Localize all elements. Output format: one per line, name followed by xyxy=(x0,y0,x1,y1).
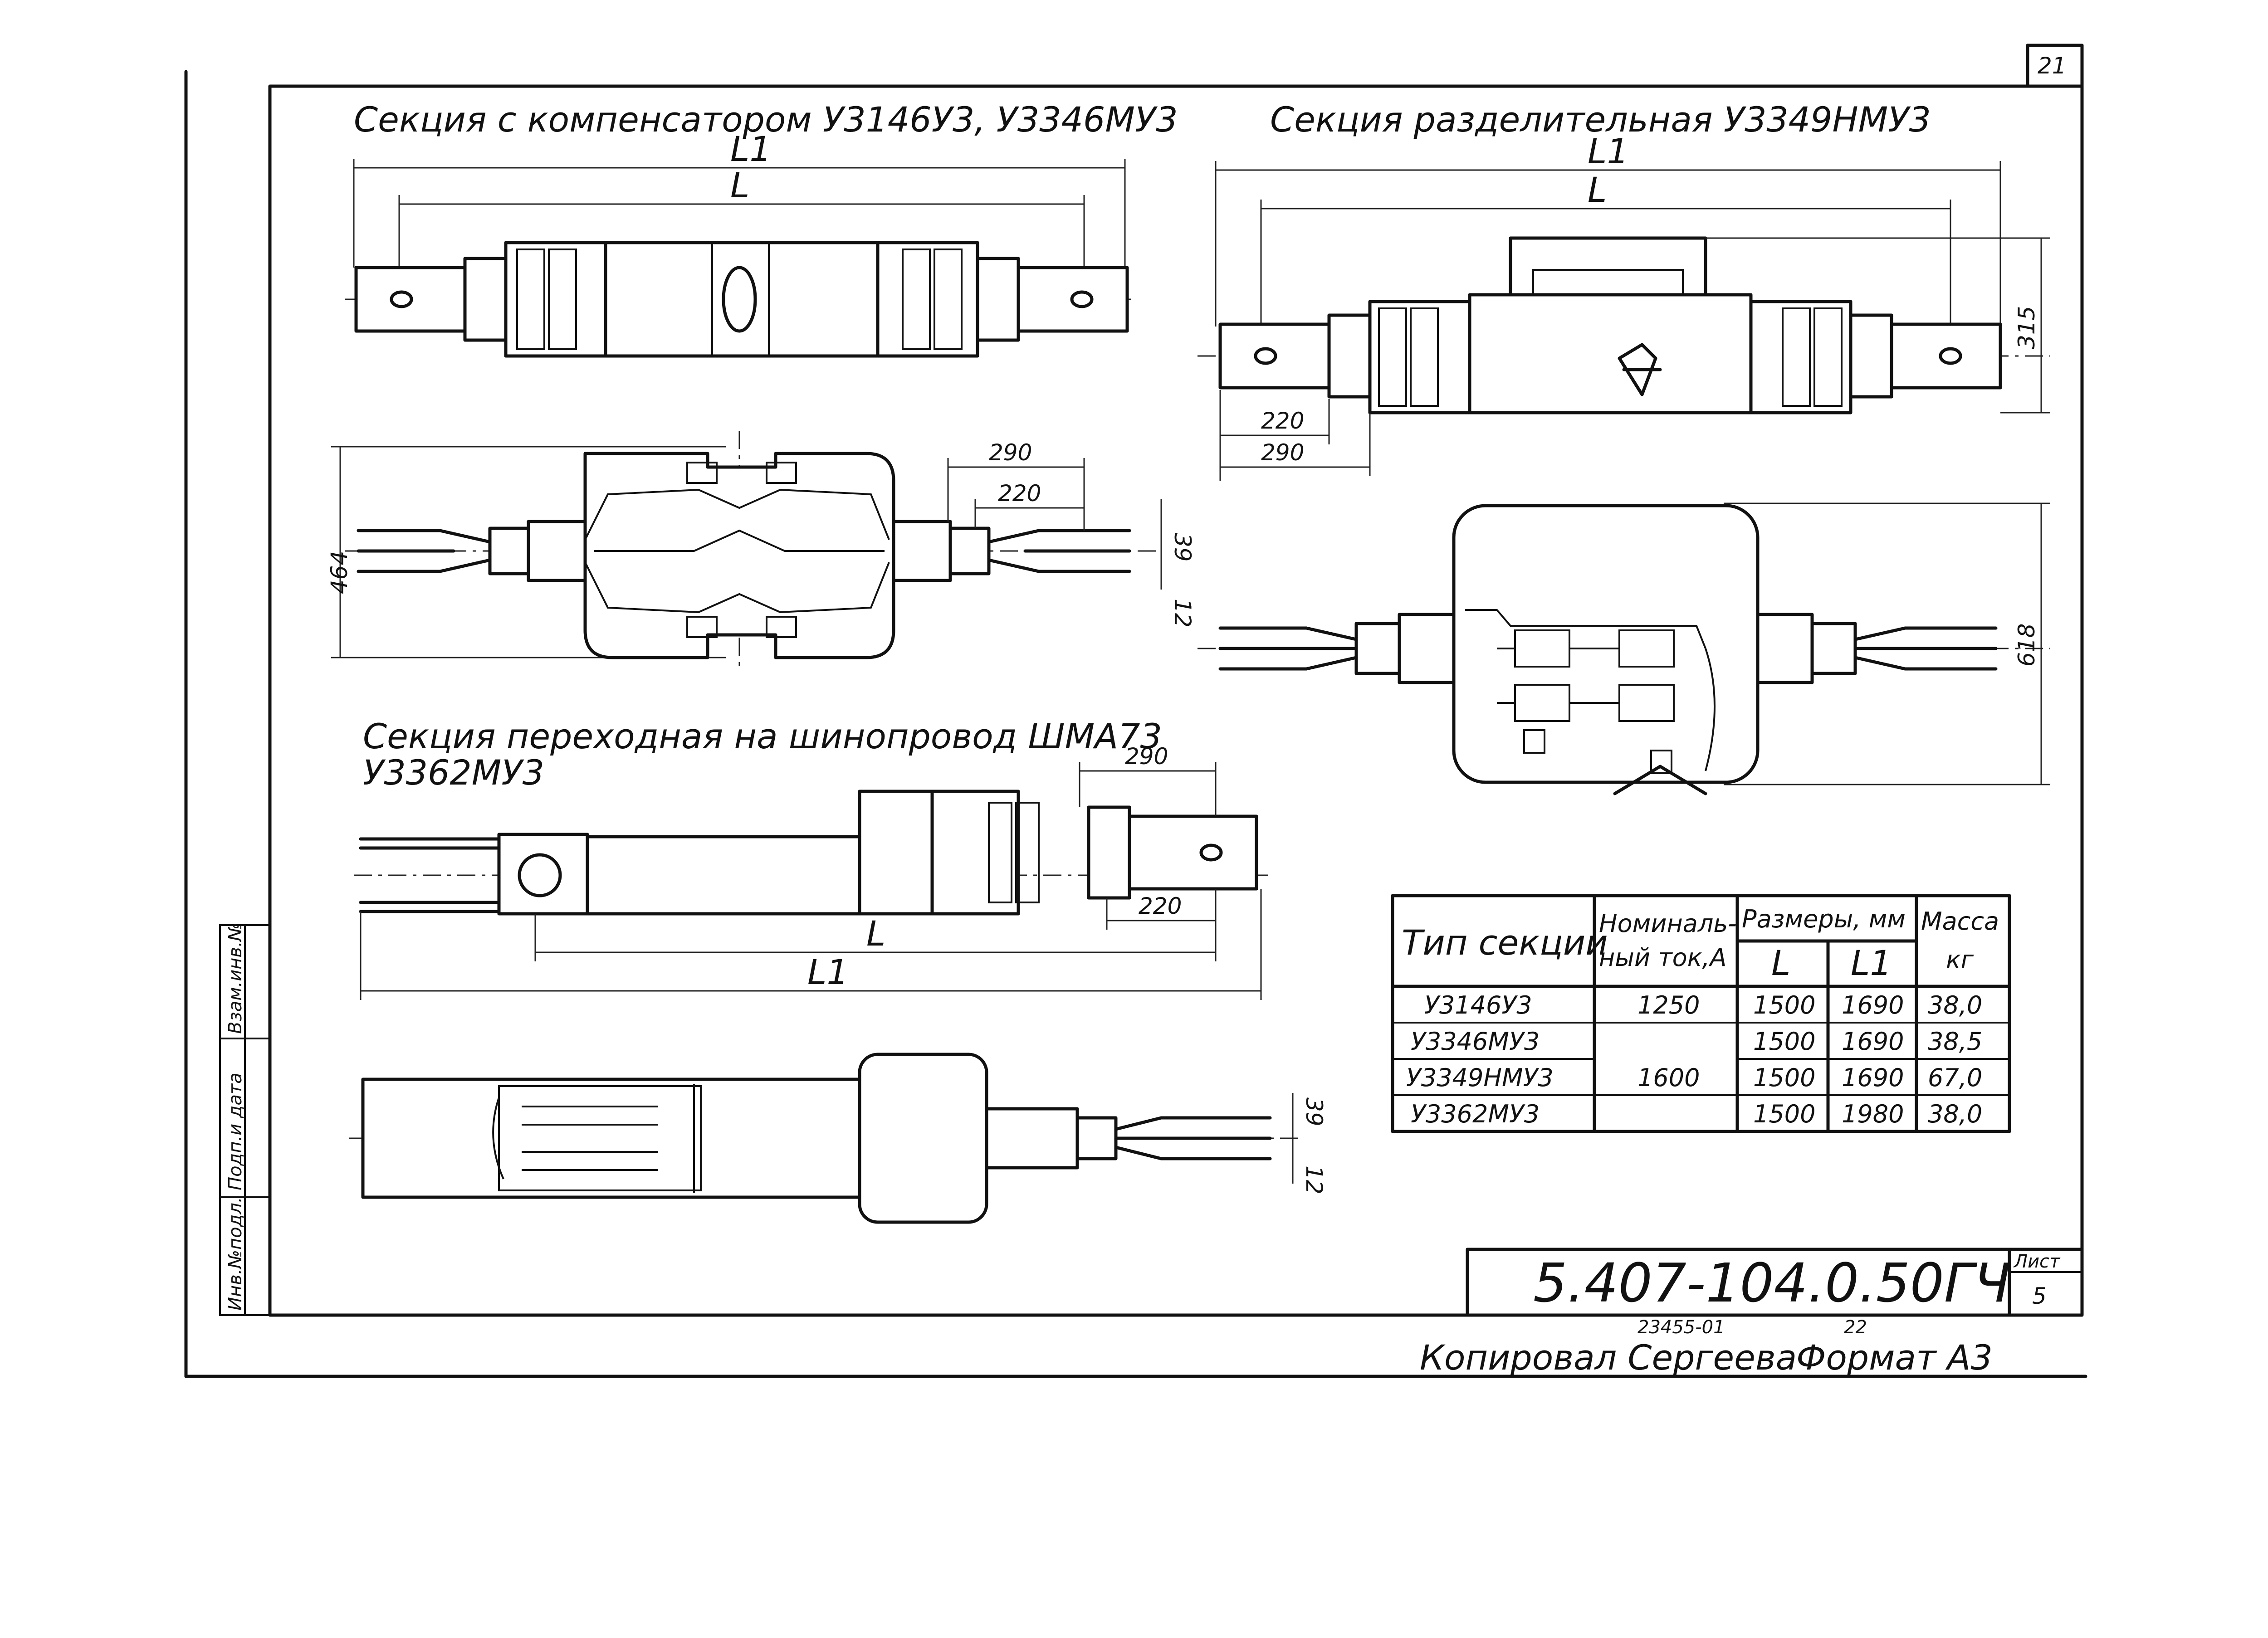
dim-12-compensator: 12 xyxy=(1169,599,1196,628)
compensator-top-view: L1 L xyxy=(345,129,1134,358)
cell-mass-4: 38,0 xyxy=(1928,1100,1982,1128)
title-block: 5.407-104.0.50ГЧ Лист 5 xyxy=(1466,1248,2084,1317)
cell-current-1: 1250 xyxy=(1637,991,1700,1019)
side-stamp: Инв.№подл. Подп.и дата Взам.инв.№ xyxy=(219,922,271,1316)
list-label: Лист xyxy=(2013,1251,2061,1272)
transition-top-view: 290 220 L L1 xyxy=(354,743,1270,1000)
dim-464: 464 xyxy=(326,551,352,594)
dim-220-separating: 220 xyxy=(1261,408,1304,434)
cell-l1-4: 1980 xyxy=(1842,1100,1904,1128)
th-current-2: ный ток,А xyxy=(1599,943,1726,972)
th-type: Тип секции xyxy=(1402,922,1608,963)
dim-220-compensator: 220 xyxy=(998,480,1041,507)
cell-mass-2: 38,5 xyxy=(1928,1027,1982,1056)
cell-l-4: 1500 xyxy=(1753,1100,1815,1128)
sheet-frame: 21 xyxy=(184,44,2087,1378)
dim-290-compensator: 290 xyxy=(989,439,1032,466)
th-current-1: Номиналь- xyxy=(1599,909,1737,938)
transition-plan-view: 39 12 xyxy=(349,1053,1327,1224)
cell-type-3: У3349НМУ3 xyxy=(1406,1063,1554,1092)
stamp-sheet: 22 xyxy=(1844,1317,1867,1338)
dim-315: 315 xyxy=(2014,306,2040,349)
th-mass-1: Масса xyxy=(1921,907,1999,936)
separating-plan-view: 618 xyxy=(1198,502,2050,795)
cell-current-3: 1600 xyxy=(1637,1063,1700,1092)
dim-220-transition: 220 xyxy=(1139,893,1182,919)
dim-l-transition: L xyxy=(866,913,885,954)
page-number: 21 xyxy=(2038,53,2067,79)
dim-l-compensator: L xyxy=(730,165,749,205)
th-sizes: Размеры, мм xyxy=(1742,905,1906,933)
dim-290-separating: 290 xyxy=(1261,439,1304,466)
cell-l1-2: 1690 xyxy=(1842,1027,1904,1056)
side-stamp-replace: Взам.инв.№ xyxy=(225,922,246,1034)
cell-type-2: У3346МУ3 xyxy=(1411,1027,1540,1056)
copied-by: Копировал Сергеева xyxy=(1420,1337,1797,1378)
th-l: L xyxy=(1771,943,1790,983)
list-number: 5 xyxy=(2032,1283,2047,1309)
th-l1: L1 xyxy=(1851,943,1892,983)
dim-39-transition: 39 xyxy=(1301,1097,1327,1126)
title-separating-section: Секция разделительная У3349НМУ3 xyxy=(1270,99,1931,140)
cell-l-1: 1500 xyxy=(1753,991,1815,1019)
separating-top-view: L1 L 315 220 290 xyxy=(1198,131,2050,481)
cell-l-3: 1500 xyxy=(1753,1063,1815,1092)
cell-l1-1: 1690 xyxy=(1842,991,1904,1019)
dim-l1-separating: L1 xyxy=(1588,131,1629,171)
cell-mass-1: 38,0 xyxy=(1928,991,1982,1019)
dim-l-separating: L xyxy=(1588,170,1607,210)
stamp-number: 23455-01 xyxy=(1637,1317,1725,1338)
cell-l1-3: 1690 xyxy=(1842,1063,1904,1092)
specification-table: Тип секции Номиналь- ный ток,А Размеры, … xyxy=(1391,894,2011,1133)
title-transition-section: Секция переходная на шинопровод ШМА73 xyxy=(363,716,1162,756)
dim-12-transition: 12 xyxy=(1301,1165,1327,1194)
format-label: Формат А3 xyxy=(1796,1337,1993,1378)
title-compensator-section: Секция с компенсатором У3146У3, У3346МУ3 xyxy=(354,99,1178,140)
side-stamp-inv: Инв.№подл. xyxy=(225,1197,246,1311)
cell-l-2: 1500 xyxy=(1753,1027,1815,1056)
title-transition-section-code: У3362МУ3 xyxy=(363,752,544,793)
cell-type-4: У3362МУ3 xyxy=(1411,1100,1540,1128)
side-stamp-sign: Подп.и дата xyxy=(225,1072,246,1190)
dim-39-compensator: 39 xyxy=(1169,533,1196,562)
dim-l1-compensator: L1 xyxy=(730,129,772,169)
dim-618: 618 xyxy=(2014,624,2040,667)
dim-l1-transition: L1 xyxy=(807,952,849,992)
dim-290-transition: 290 xyxy=(1125,743,1168,770)
cell-type-1: У3146У3 xyxy=(1424,991,1532,1019)
cell-mass-3: 67,0 xyxy=(1928,1063,1982,1092)
document-code: 5.407-104.0.50ГЧ xyxy=(1533,1252,2011,1314)
th-mass-2: кг xyxy=(1946,946,1974,974)
compensator-plan-view: 464 290 220 39 12 xyxy=(326,431,1196,667)
